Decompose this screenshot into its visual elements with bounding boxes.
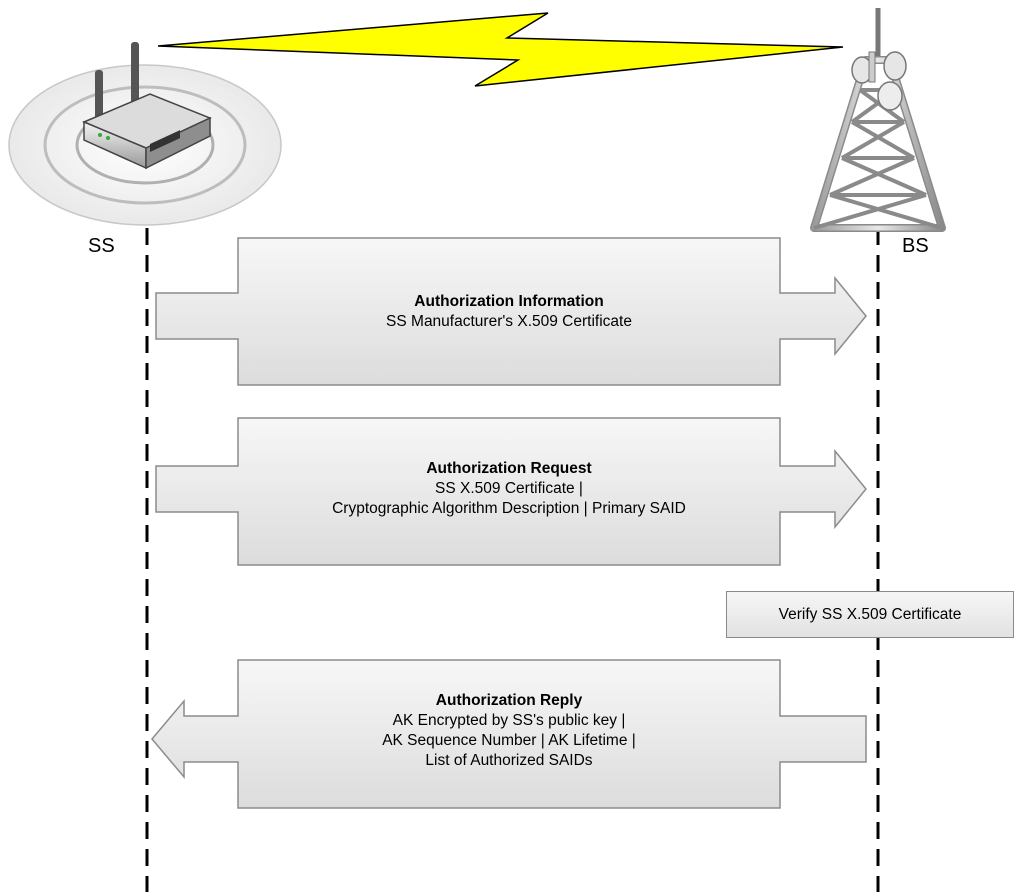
message-arrow-authorization-information [155, 237, 867, 386]
bs-label: BS [902, 235, 929, 257]
message-arrow-authorization-request [155, 417, 867, 566]
verify-certificate-note: Verify SS X.509 Certificate [726, 591, 1014, 638]
lightning-bolt-icon [157, 12, 844, 87]
radio-tower-icon [810, 8, 946, 232]
wireless-router-icon [8, 42, 282, 226]
ss-label: SS [88, 235, 115, 257]
message-arrow-authorization-reply [151, 659, 867, 809]
